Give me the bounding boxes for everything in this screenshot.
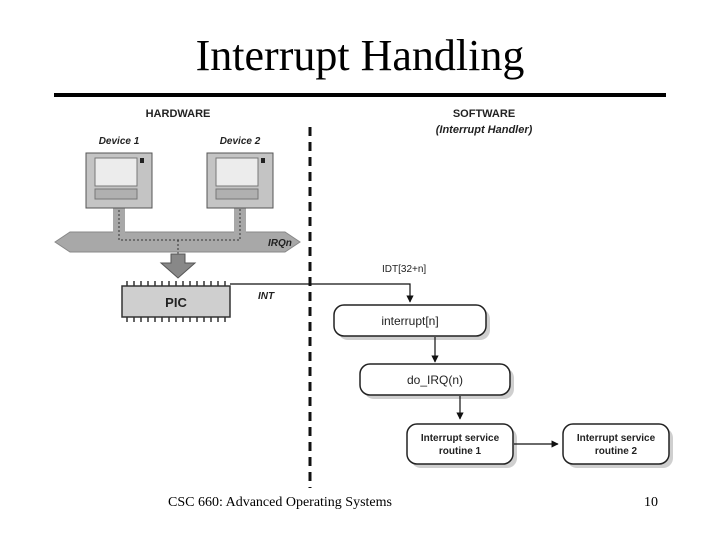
idt-label: IDT[32+n]	[382, 264, 426, 275]
pic-chip: PIC	[121, 281, 231, 322]
isr2-line2: routine 2	[595, 446, 638, 457]
irq-dotted-line	[118, 206, 241, 241]
to-pic-arrow	[159, 253, 197, 279]
software-subheading: (Interrupt Handler)	[436, 124, 533, 136]
int-line	[230, 283, 414, 303]
page-number: 10	[644, 495, 658, 510]
footer-course: CSC 660: Advanced Operating Systems	[168, 495, 392, 510]
device-1: Device 1	[85, 136, 153, 209]
isr2-line1: Interrupt service	[577, 433, 656, 444]
isr1-line1: Interrupt service	[421, 433, 500, 444]
do-irq-box-label: do_IRQ(n)	[407, 373, 463, 387]
software-heading: SOFTWARE	[453, 108, 515, 120]
device1-label: Device 1	[99, 136, 140, 147]
hardware-heading: HARDWARE	[146, 108, 211, 120]
interrupt-box	[333, 304, 487, 337]
title-divider	[54, 93, 666, 97]
isr1-line2: routine 1	[439, 446, 482, 457]
int-label: INT	[258, 291, 275, 302]
device-2: Device 2	[206, 136, 274, 209]
pic-label: PIC	[165, 295, 187, 310]
do-irq-box	[359, 363, 511, 396]
interrupt-box-label: interrupt[n]	[381, 314, 438, 328]
isr2-box	[562, 423, 670, 465]
isr1-box	[406, 423, 514, 465]
slide-title: Interrupt Handling	[195, 31, 525, 80]
device2-label: Device 2	[220, 136, 261, 147]
irq-label: IRQn	[268, 238, 292, 249]
